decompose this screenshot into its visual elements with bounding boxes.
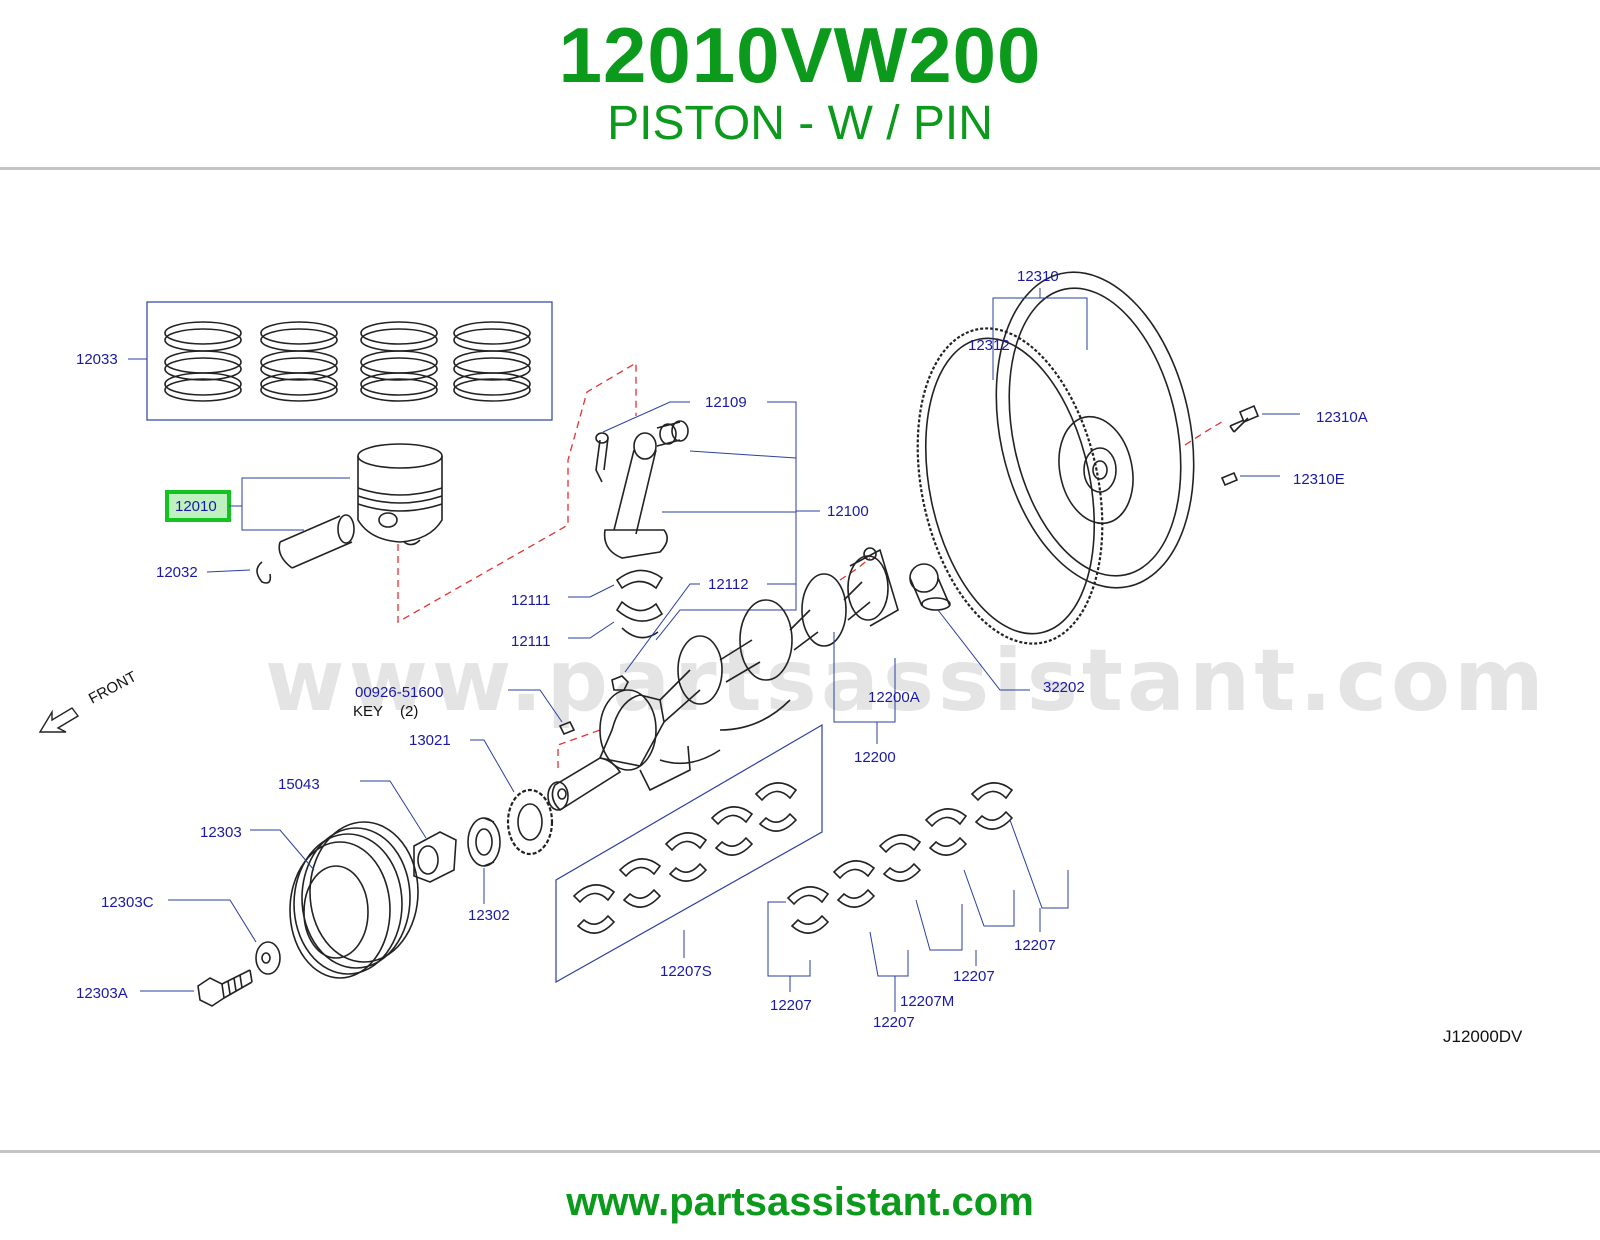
drawing-code: J12000DV: [1443, 1027, 1523, 1046]
assembly-line-key: [557, 729, 601, 768]
flywheel-ring-gear: [916, 327, 1104, 645]
main-bearing-set: [572, 782, 798, 934]
assembly-line-piston: [397, 361, 637, 624]
label-12312[interactable]: 12312: [968, 337, 1010, 354]
key-quantity: (2): [400, 703, 418, 720]
header-divider: [0, 167, 1600, 170]
label-12112[interactable]: 12112: [708, 576, 749, 593]
piston-pin: [278, 514, 355, 569]
front-arrow-icon: [38, 707, 80, 733]
label-12310a[interactable]: 12310A: [1316, 409, 1368, 426]
crank-pulley: [289, 821, 419, 979]
main-bearing-set-box: [555, 723, 823, 984]
label-12207-d[interactable]: 12207: [1014, 937, 1056, 954]
rod-nut: [611, 675, 629, 691]
label-12200[interactable]: 12200: [854, 749, 896, 766]
label-12303c[interactable]: 12303C: [101, 894, 154, 911]
label-12207-c[interactable]: 12207: [953, 968, 995, 985]
snap-ring: [256, 561, 272, 584]
label-12100[interactable]: 12100: [827, 503, 869, 520]
label-12303[interactable]: 12303: [200, 824, 242, 841]
main-bearing-individual: [786, 782, 1014, 934]
label-12207m[interactable]: 12207M: [900, 993, 954, 1010]
label-12310e[interactable]: 12310E: [1293, 471, 1345, 488]
label-12010[interactable]: 12010: [175, 498, 217, 515]
label-15043[interactable]: 15043: [278, 776, 320, 793]
label-32202[interactable]: 32202: [1043, 679, 1085, 696]
key-label: KEY: [353, 703, 383, 720]
assembly-line-flywheel: [1184, 419, 1226, 446]
connecting-rod: [595, 420, 689, 559]
label-12207s[interactable]: 12207S: [660, 963, 712, 980]
footer-divider: [0, 1150, 1600, 1153]
pulley-bolt: [197, 969, 253, 1007]
flywheel: [995, 271, 1195, 589]
pulley-spacer: [413, 831, 457, 883]
label-12303a[interactable]: 12303A: [76, 985, 128, 1002]
piston-ring-set: [146, 301, 553, 421]
parts-exploded-diagram: www.partsassistant.com 12033: [38, 268, 1548, 1046]
front-oil-seal: [467, 817, 501, 867]
label-12109[interactable]: 12109: [705, 394, 747, 411]
label-12111-lower[interactable]: 12111: [511, 633, 551, 650]
crankshaft: [547, 548, 899, 812]
label-12310[interactable]: 12310: [1017, 268, 1059, 285]
label-12207-a[interactable]: 12207: [770, 997, 812, 1014]
label-12033[interactable]: 12033: [76, 351, 118, 368]
woodruff-key: [558, 720, 576, 736]
assembly-line-crank-rear: [839, 557, 871, 581]
label-12207-b[interactable]: 12207: [873, 1014, 915, 1031]
dowel-pin: [1220, 471, 1239, 487]
footer-url[interactable]: www.partsassistant.com: [566, 1180, 1034, 1224]
front-label: FRONT: [86, 668, 140, 707]
pulley-washer: [255, 941, 281, 975]
label-12200a[interactable]: 12200A: [868, 689, 920, 706]
label-12111-upper[interactable]: 12111: [511, 592, 551, 609]
piston: [357, 443, 443, 546]
pilot-bushing: [909, 563, 951, 611]
watermark-text: www.partsassistant.com: [265, 631, 1548, 731]
label-13021[interactable]: 13021: [409, 732, 451, 749]
rod-bearing-upper: [615, 569, 664, 590]
part-name-subtitle: PISTON - W / PIN: [607, 97, 993, 150]
flywheel-bolt: [1229, 404, 1260, 433]
label-00926-51600[interactable]: 00926-51600: [355, 684, 443, 701]
pilot-ball: [863, 547, 877, 561]
rod-bearing-lower: [615, 600, 664, 639]
crank-sprocket: [506, 788, 554, 856]
part-number-title: 12010VW200: [558, 11, 1042, 99]
label-12302[interactable]: 12302: [468, 907, 510, 924]
label-12032[interactable]: 12032: [156, 564, 198, 581]
